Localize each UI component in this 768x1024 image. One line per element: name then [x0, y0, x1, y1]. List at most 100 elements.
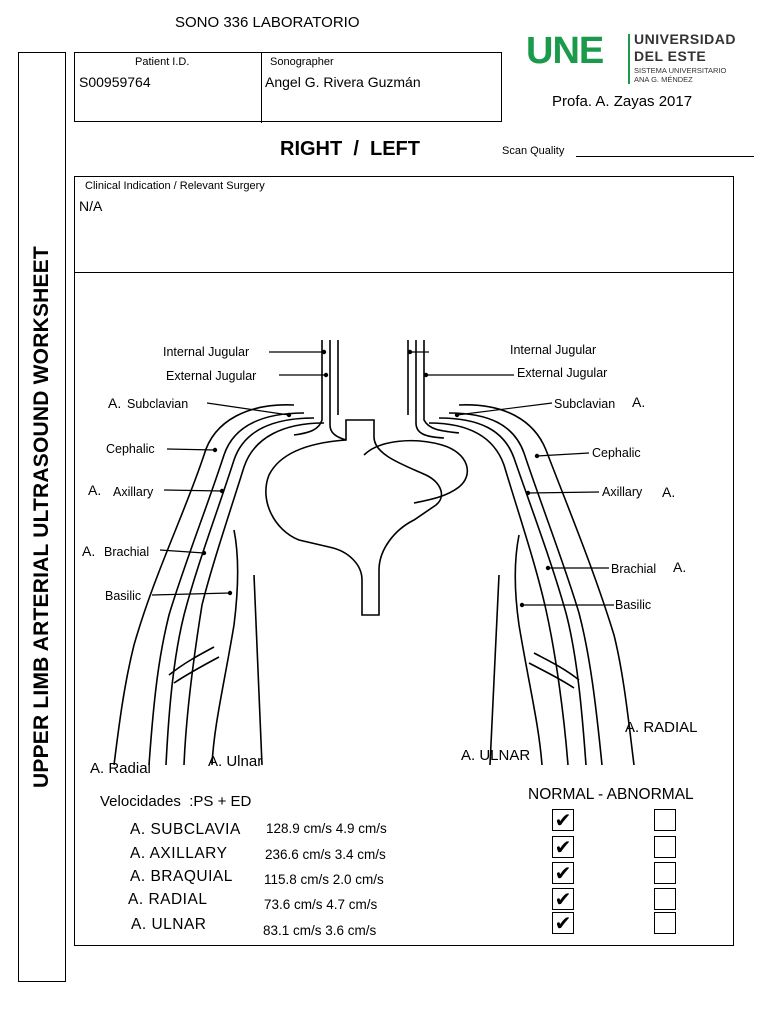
main-panel: Clinical Indication / Relevant Surgery N… — [74, 176, 734, 946]
torso-outline — [265, 419, 443, 616]
label-basilic-right: Basilic — [615, 598, 652, 612]
artery-name: A. ULNAR — [131, 916, 207, 933]
label-external-jugular-left: External Jugular — [166, 369, 257, 383]
leader-dot — [321, 349, 327, 355]
label-subclavian-prefix-left: A. — [108, 395, 122, 411]
patient-id-label: Patient I.D. — [135, 56, 190, 68]
velocities-label: Velocidades :PS + ED — [100, 793, 252, 810]
worksheet-title: UPPER LIMB ARTERIAL ULTRASOUND WORKSHEET — [30, 246, 54, 788]
leader-dot — [201, 550, 207, 556]
patient-id-value[interactable]: S00959764 — [79, 74, 151, 90]
label-axillary-prefix-left: A. — [88, 482, 102, 498]
abnormal-checkbox[interactable] — [654, 888, 676, 910]
abnormal-checkbox[interactable] — [654, 912, 676, 934]
velocity-value[interactable]: 236.6 cm/s 3.4 cm/s — [265, 847, 386, 862]
leader-dot — [286, 412, 292, 418]
normal-checkbox[interactable]: ✔ — [552, 809, 574, 831]
neck-vessel — [415, 340, 445, 439]
leader-dot — [212, 447, 218, 453]
normal-checkbox[interactable]: ✔ — [552, 836, 574, 858]
label-axillary-left: Axillary — [113, 485, 154, 499]
left-arm-vessel — [148, 412, 305, 766]
right-arm-inner — [514, 534, 543, 766]
leader-line — [206, 402, 290, 416]
label-external-jugular-right: External Jugular — [517, 366, 608, 380]
right-forearm-branch — [533, 652, 580, 681]
upper-limb-diagram — [113, 340, 635, 766]
side-selector[interactable]: RIGHT / LEFT — [280, 138, 420, 160]
label-internal-jugular-left: Internal Jugular — [163, 345, 250, 359]
left-arm-outer — [113, 404, 295, 766]
leader-line — [527, 491, 600, 494]
logo-divider — [628, 34, 630, 84]
label-radial-left: A. Radial — [90, 760, 151, 777]
right-forearm-branch — [528, 662, 575, 689]
logo-line1: UNIVERSIDAD — [634, 31, 736, 47]
sonographer-value[interactable]: Angel G. Rivera Guzmán — [265, 74, 421, 90]
leader-dot — [454, 412, 460, 418]
left-arm-vessel — [183, 422, 325, 766]
normal-checkbox[interactable]: ✔ — [552, 912, 574, 934]
lab-title: SONO 336 LABORATORIO — [175, 14, 360, 31]
abnormal-checkbox[interactable] — [654, 809, 676, 831]
left-inner-limb — [253, 574, 263, 766]
right-arm-vessel — [428, 422, 569, 766]
right-arm-outer — [458, 404, 635, 766]
artery-name: A. SUBCLAVIA — [130, 821, 241, 838]
velocity-value[interactable]: 115.8 cm/s 2.0 cm/s — [264, 872, 384, 887]
leader-line — [159, 549, 205, 554]
right-arm-vessel — [438, 417, 587, 766]
leader-dot — [323, 372, 329, 378]
label-ulnar-left: A. Ulnar — [208, 753, 263, 770]
leader-dot — [227, 590, 233, 596]
label-brachial-left: Brachial — [104, 545, 150, 559]
velocity-value[interactable]: 83.1 cm/s 3.6 cm/s — [263, 923, 377, 938]
left-forearm-branch — [168, 646, 215, 676]
left-forearm-branch — [173, 656, 220, 684]
status-header: NORMAL - ABNORMAL — [528, 786, 694, 803]
neck-vessel — [423, 340, 460, 434]
label-brachial-suffix-right: A. — [673, 559, 687, 575]
patient-info-box: Patient I.D. S00959764 Sonographer Angel… — [74, 52, 502, 123]
velocity-value[interactable]: 73.6 cm/s 4.7 cm/s — [264, 897, 378, 912]
clinical-value[interactable]: N/A — [79, 198, 103, 214]
professor-label: Profa. A. Zayas 2017 — [552, 93, 693, 110]
leader-dot — [545, 565, 551, 571]
label-internal-jugular-right: Internal Jugular — [510, 343, 597, 357]
leader-line — [166, 448, 216, 451]
leader-line — [536, 452, 590, 457]
label-axillary-right: Axillary — [602, 485, 643, 499]
abnormal-checkbox[interactable] — [654, 862, 676, 884]
label-axillary-suffix-right: A. — [662, 484, 676, 500]
normal-checkbox[interactable]: ✔ — [552, 888, 574, 910]
neck-vessel — [293, 340, 323, 436]
velocity-value[interactable]: 128.9 cm/s 4.9 cm/s — [266, 821, 387, 836]
normal-checkbox[interactable]: ✔ — [552, 862, 574, 884]
leader-dot — [423, 372, 429, 378]
label-brachial-right: Brachial — [611, 562, 657, 576]
leader-dot — [407, 349, 413, 355]
leader-line — [456, 402, 553, 416]
leader-dot — [219, 488, 225, 494]
label-radial-right: A. RADIAL — [625, 719, 698, 736]
clinical-label: Clinical Indication / Relevant Surgery — [85, 180, 265, 192]
label-basilic-left: Basilic — [105, 589, 142, 603]
label-subclavian-left: Subclavian — [127, 397, 189, 411]
label-cephalic-right: Cephalic — [592, 446, 641, 460]
leader-dot — [525, 490, 531, 496]
label-brachial-prefix-left: A. — [82, 543, 96, 559]
divider — [261, 53, 262, 123]
abnormal-checkbox[interactable] — [654, 836, 676, 858]
scan-quality-field[interactable] — [576, 156, 754, 157]
label-cephalic-left: Cephalic — [106, 442, 155, 456]
label-subclavian-right: Subclavian — [554, 397, 616, 411]
logo-line3: SISTEMA UNIVERSITARIO — [634, 66, 727, 75]
label-ulnar-right: A. ULNAR — [461, 747, 531, 764]
left-arm-inner — [211, 529, 239, 766]
artery-name: A. AXILLARY — [130, 845, 228, 862]
leader-dot — [519, 602, 525, 608]
clinical-divider — [75, 272, 733, 273]
artery-name: A. BRAQUIAL — [130, 868, 233, 885]
neck-vessel — [329, 340, 347, 441]
leader-dot — [534, 453, 540, 459]
